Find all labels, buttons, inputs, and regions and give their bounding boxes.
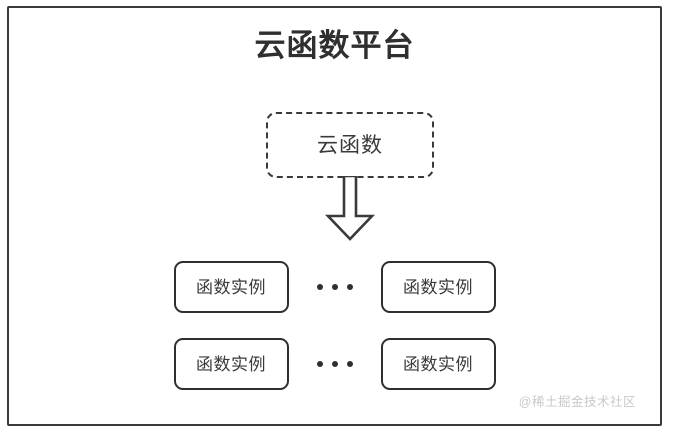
function-instance-label: 函数实例 bbox=[196, 354, 266, 374]
function-instance-box[interactable]: 函数实例 bbox=[173, 261, 289, 313]
instance-row: 函数实例 函数实例 bbox=[9, 336, 660, 392]
cloud-function-label: 云函数 bbox=[317, 133, 383, 157]
function-instance-label: 函数实例 bbox=[403, 354, 473, 374]
ellipsis-dot bbox=[316, 361, 323, 367]
cloud-function-node[interactable]: 云函数 bbox=[266, 112, 434, 178]
instance-rows: 函数实例 函数实例 函数实例 bbox=[9, 259, 660, 392]
function-instance-label: 函数实例 bbox=[196, 277, 266, 297]
ellipsis-dot bbox=[331, 284, 338, 290]
ellipsis-icon bbox=[289, 361, 381, 367]
page-title: 云函数平台 bbox=[254, 28, 415, 63]
ellipsis-dot bbox=[316, 284, 323, 290]
down-block-arrow-icon bbox=[322, 176, 378, 242]
instance-row: 函数实例 函数实例 bbox=[9, 259, 660, 315]
function-instance-label: 函数实例 bbox=[403, 277, 473, 297]
function-instance-box[interactable]: 函数实例 bbox=[380, 261, 496, 313]
ellipsis-dot bbox=[331, 361, 338, 367]
function-instance-box[interactable]: 函数实例 bbox=[380, 338, 496, 390]
function-instance-box[interactable]: 函数实例 bbox=[173, 338, 289, 390]
ellipsis-icon bbox=[289, 284, 381, 290]
ellipsis-dot bbox=[346, 361, 353, 367]
ellipsis-dot bbox=[346, 284, 353, 290]
watermark: @稀土掘金技术社区 bbox=[518, 394, 636, 409]
platform-frame: 云函数平台 云函数 函数实例 函数实例 bbox=[7, 6, 662, 426]
